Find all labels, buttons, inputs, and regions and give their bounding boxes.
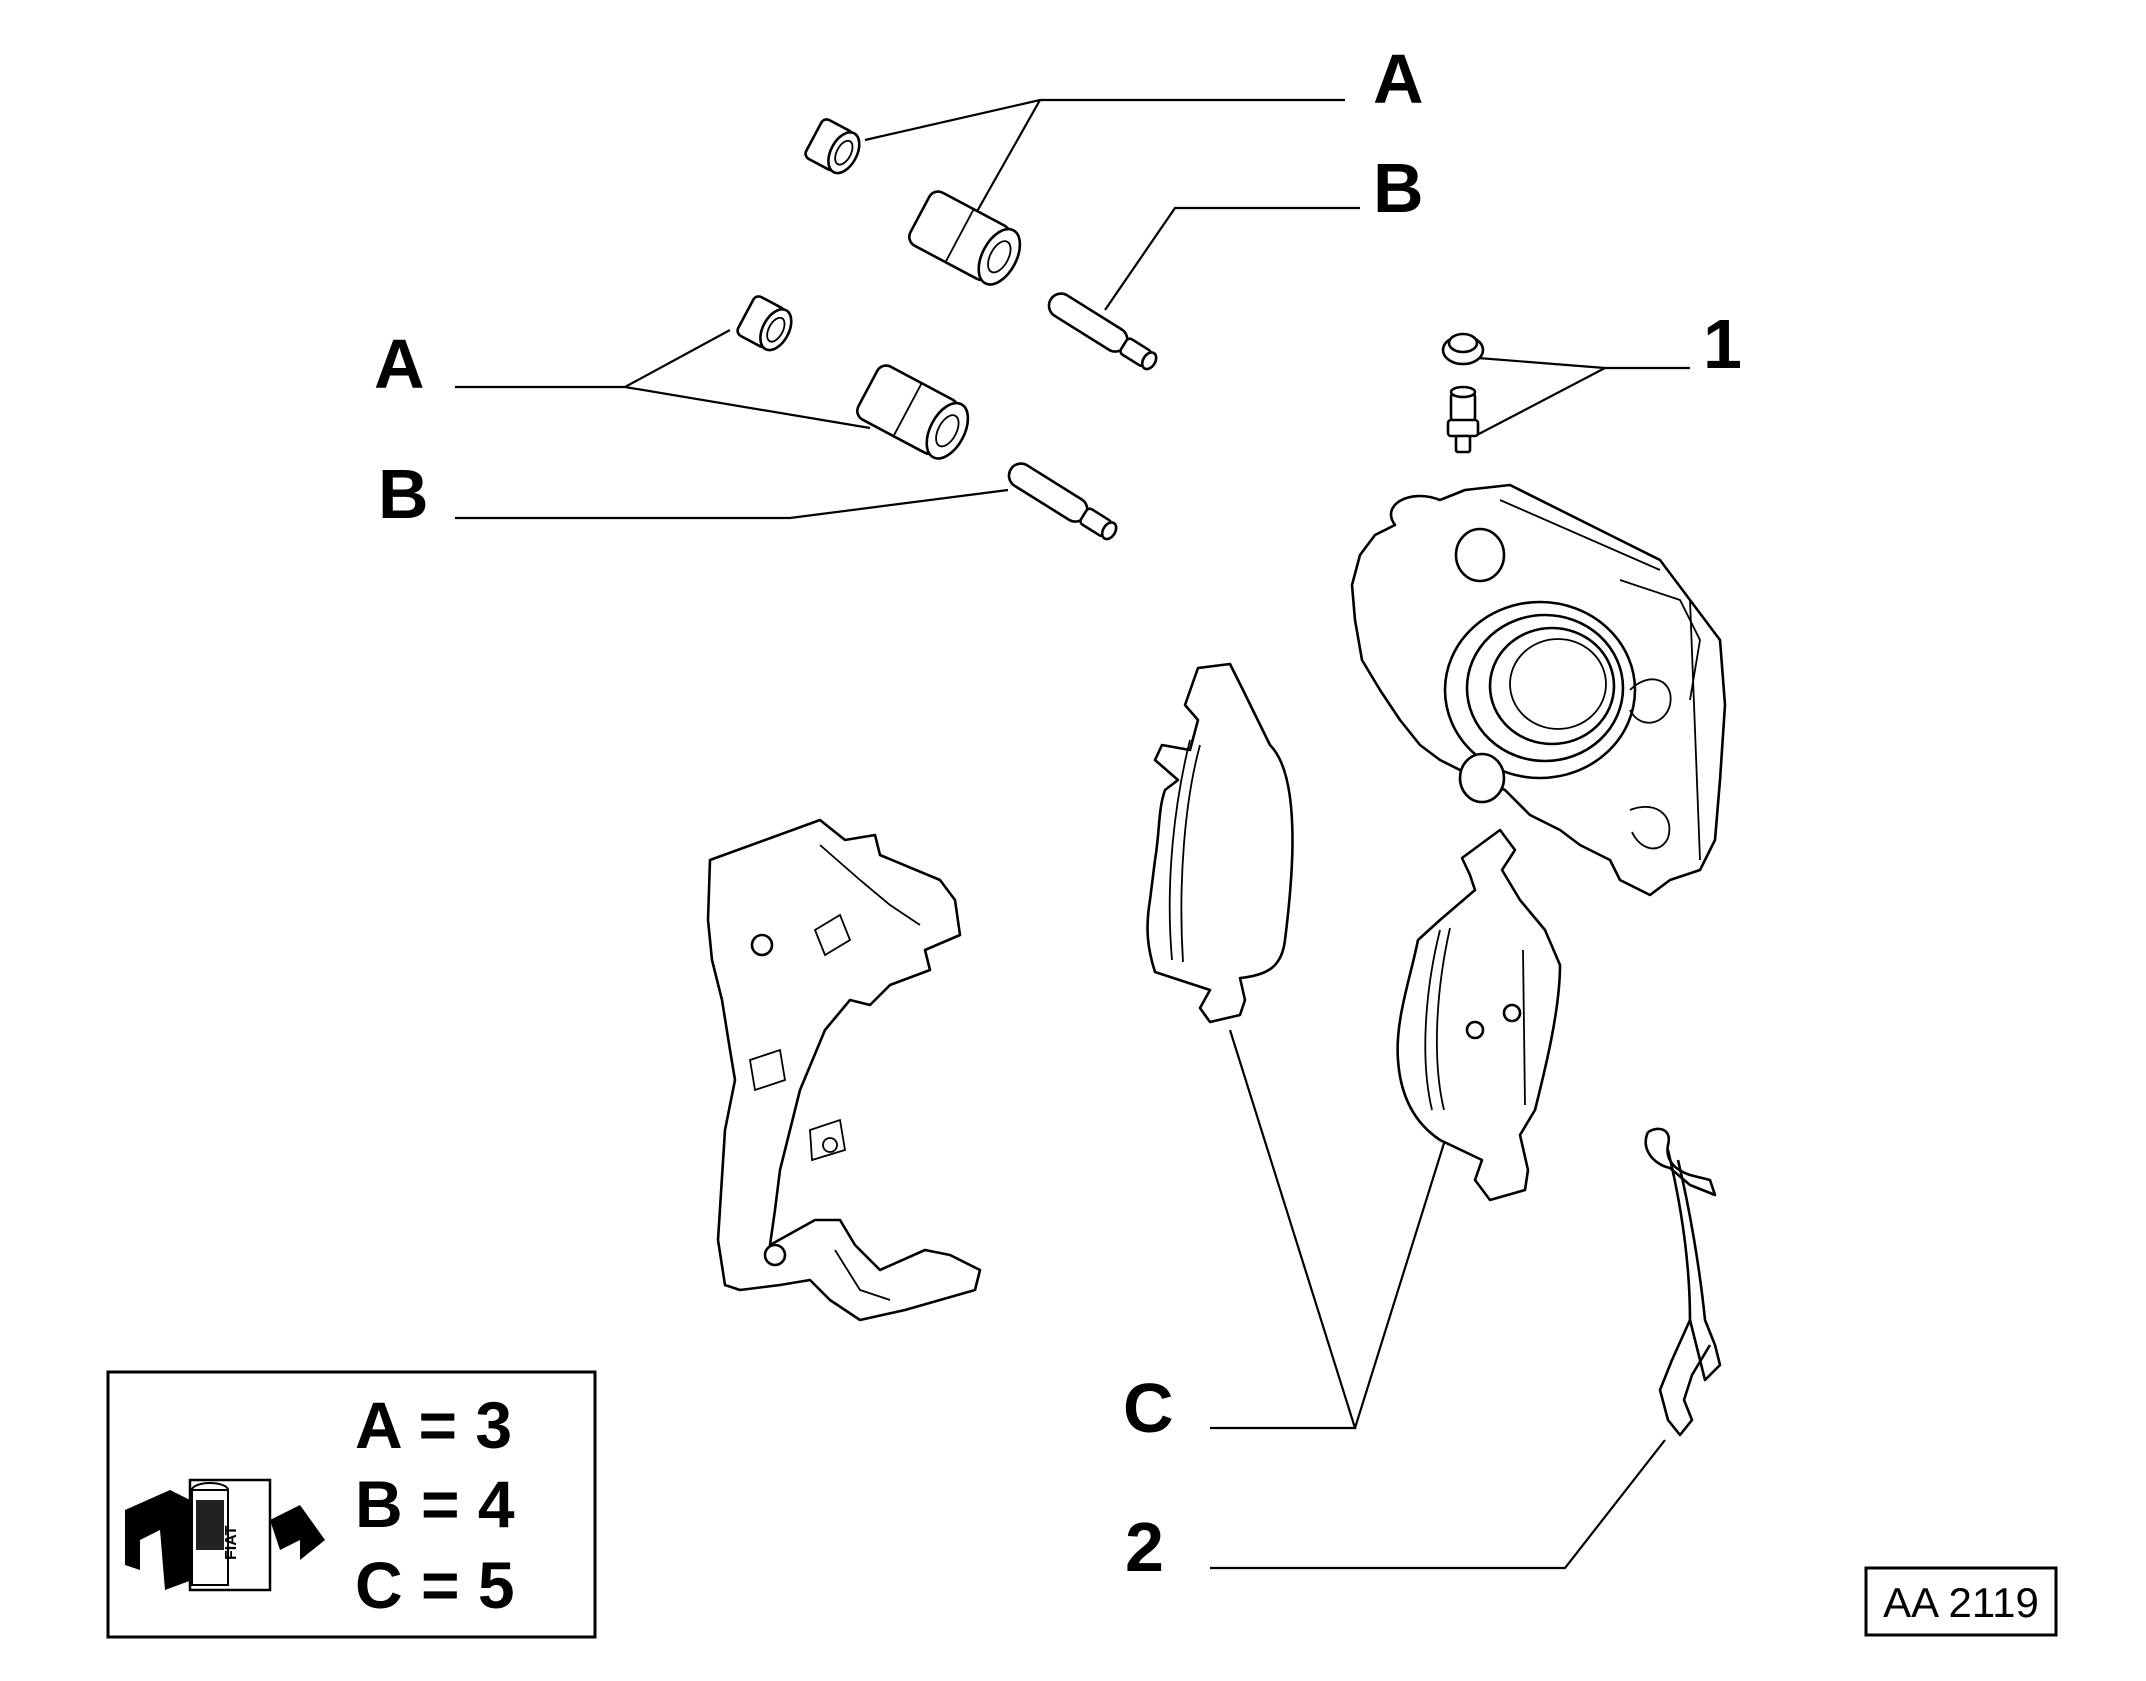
leader-a-mid-2 [624,385,871,430]
brake-pad-left [1146,662,1294,1024]
logo-text: FIAT [223,1525,240,1560]
retaining-spring [1644,1127,1722,1437]
guide-pin-top [1047,292,1158,371]
callout-one: 1 [1703,305,1742,383]
legend-row-c: C = 5 [355,1548,515,1622]
bush-sleeve-top [907,190,1022,286]
guide-pin-mid [1007,462,1118,541]
leader-c-2 [1353,1139,1447,1429]
leader-c [1210,1029,1357,1430]
callout-c: C [1123,1369,1174,1447]
leader-one-2 [1474,367,1606,437]
legend-row-b: B = 4 [355,1467,515,1541]
bush-cap-top [804,118,861,175]
leader-a-top-2 [974,99,1041,216]
legend-row-a: A = 3 [355,1388,512,1462]
callout-a-mid: A [374,325,425,403]
leader-two [1210,1439,1666,1570]
drawing-code-box: AA 2119 [1864,1566,2058,1637]
bleed-cap [1441,332,1485,366]
callout-labels: A B 1 A B C 2 [374,40,1742,1586]
leader-one [1477,356,1690,370]
caliper-carrier [706,818,982,1322]
leader-b-top [1104,206,1360,311]
drawing-code: AA 2119 [1883,1579,2039,1626]
callout-two: 2 [1125,1508,1164,1586]
leader-b-mid [455,488,1009,520]
bush-cap-mid [736,295,793,352]
leader-lines [455,98,1690,1570]
callout-b-top: B [1373,149,1424,227]
brake-pad-right [1396,828,1562,1202]
legend-box: FIAT A = 3 B = 4 C = 5 [106,1370,597,1639]
bleed-screw [1446,385,1480,454]
bush-sleeve-mid [855,364,970,460]
callout-b-mid: B [378,455,429,533]
callout-a-top: A [1373,40,1424,118]
leader-a-top [864,98,1345,142]
leader-a-mid [455,329,731,389]
fiat-kit-logo: FIAT [125,1478,325,1592]
caliper-body [1350,483,1727,897]
